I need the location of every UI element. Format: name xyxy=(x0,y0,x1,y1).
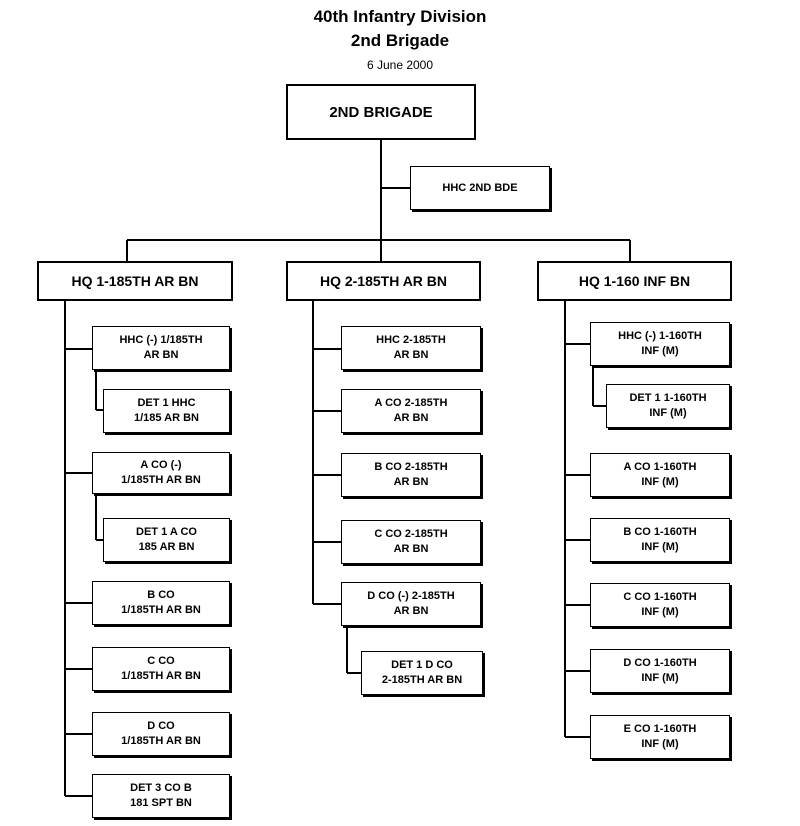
unit-box: HHC 2-185TH AR BN xyxy=(341,326,481,370)
unit-box: B CO 2-185TH AR BN xyxy=(341,453,481,497)
unit-box: DET 1 1-160TH INF (M) xyxy=(606,384,730,428)
unit-box: DET 1 D CO 2-185TH AR BN xyxy=(361,651,483,695)
chart-title-line1: 40th Infantry Division xyxy=(313,7,487,26)
unit-box: B CO 1-160TH INF (M) xyxy=(590,518,730,562)
unit-box: C CO 1-160TH INF (M) xyxy=(590,583,730,627)
hhc-2nd-bde-box: HHC 2ND BDE xyxy=(410,166,550,210)
chart-title-line2: 2nd Brigade xyxy=(350,31,450,50)
unit-box: D CO (-) 2-185TH AR BN xyxy=(341,582,481,626)
unit-box: C CO 1/185TH AR BN xyxy=(92,647,230,691)
unit-box: C CO 2-185TH AR BN xyxy=(341,520,481,564)
bn3-hq-box: HQ 1-160 INF BN xyxy=(537,261,732,301)
unit-box: D CO 1-160TH INF (M) xyxy=(590,649,730,693)
unit-box: DET 1 HHC 1/185 AR BN xyxy=(103,389,230,433)
chart-date: 6 June 2000 xyxy=(366,58,434,72)
unit-box: HHC (-) 1-160TH INF (M) xyxy=(590,322,730,366)
unit-box: D CO 1/185TH AR BN xyxy=(92,712,230,756)
unit-box: E CO 1-160TH INF (M) xyxy=(590,715,730,759)
unit-box: DET 3 CO B 181 SPT BN xyxy=(92,774,230,818)
bn2-hq-box: HQ 2-185TH AR BN xyxy=(286,261,481,301)
unit-box: B CO 1/185TH AR BN xyxy=(92,581,230,625)
unit-box: DET 1 A CO 185 AR BN xyxy=(103,518,230,562)
unit-box: HHC (-) 1/185TH AR BN xyxy=(92,326,230,370)
bn1-hq-box: HQ 1-185TH AR BN xyxy=(37,261,233,301)
unit-box: A CO 1-160TH INF (M) xyxy=(590,453,730,497)
brigade-box: 2ND BRIGADE xyxy=(286,84,476,140)
unit-box: A CO 2-185TH AR BN xyxy=(341,389,481,433)
unit-box: A CO (-) 1/185TH AR BN xyxy=(92,452,230,494)
